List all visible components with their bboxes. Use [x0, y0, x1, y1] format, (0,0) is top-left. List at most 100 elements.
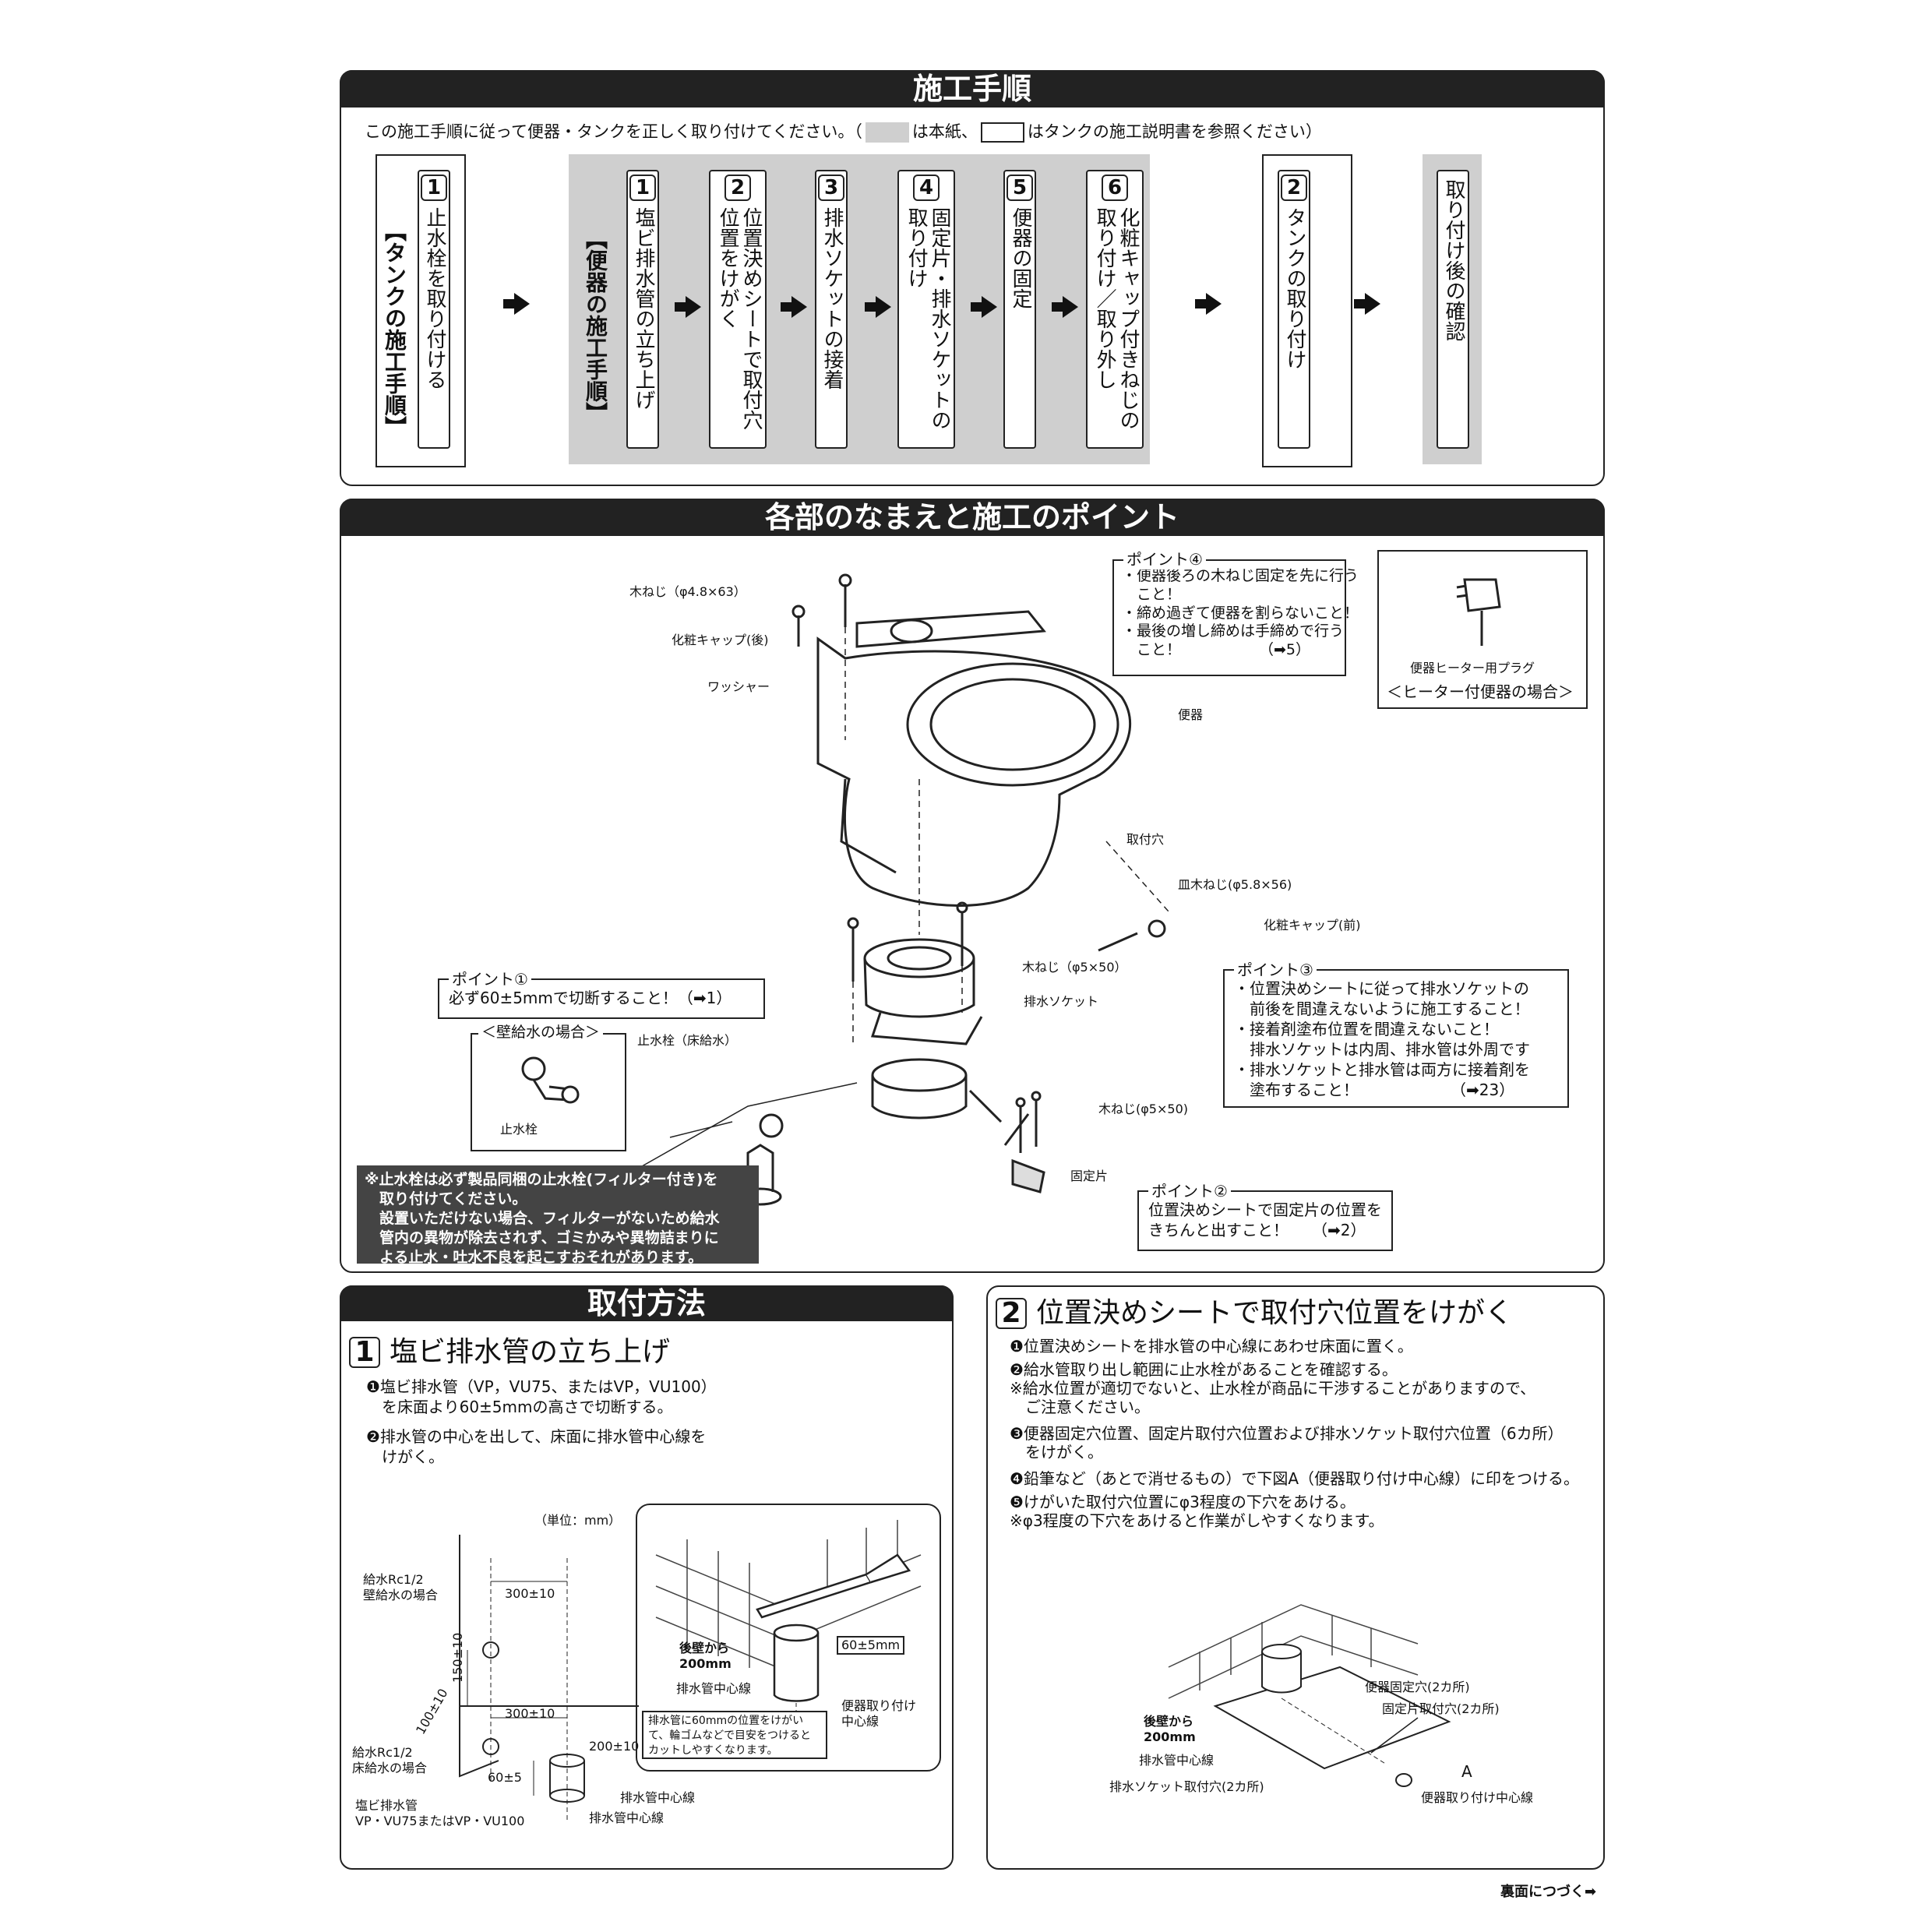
section2-item-4: ❹鉛筆など（あとで消せるもの）で下図A（便器取り付け中心線）に印をつける。: [1010, 1469, 1580, 1488]
label-cap-rear: 化粧キャップ(後): [672, 633, 769, 647]
label-toilet-center-1: 便器取り付け 中心線: [841, 1698, 917, 1729]
install-title: 取付方法: [587, 1286, 706, 1320]
label-screw-5x50-b: 木ねじ(φ5×50): [1098, 1102, 1188, 1116]
flow-arrow: [971, 296, 997, 318]
toilet-step-4-number: 4: [913, 175, 940, 201]
heater-plug-icon: [1456, 578, 1501, 646]
toilet-step-2-number: 2: [724, 175, 751, 201]
section1-item-1a: ❶塩ビ排水管（VP，VU75、またはVP，VU100）: [366, 1377, 717, 1396]
label-floor-supply: 給水Rc1/2 床給水の場合: [352, 1745, 428, 1775]
tank-step-2-box: [1262, 154, 1352, 467]
label-fixing-piece: 固定片: [1070, 1169, 1109, 1183]
section2-item-3b: をけがく。: [1010, 1443, 1103, 1461]
label-washer: ワッシャー: [707, 679, 770, 694]
label-heater-plug: 便器ヒーター用プラグ: [1410, 661, 1535, 675]
label-from-wall-2: 後壁から 200mm: [1144, 1714, 1196, 1744]
point4-label: ポイント④: [1123, 550, 1206, 569]
unit-note: （単位：mm）: [534, 1513, 622, 1528]
white-legend-swatch: [980, 122, 1024, 143]
section2-item-1: ❶位置決めシートを排水管の中心線にあわせ床面に置く。: [1010, 1337, 1413, 1356]
point2-ref: （➡2）: [1312, 1221, 1366, 1239]
toilet-step-3: 排水ソケットの接着: [815, 170, 848, 449]
section2-note-2: ※φ3程度の下穴をあけると作業がしやすくなります。: [1010, 1511, 1384, 1530]
toilet-step-5: 便器の固定: [1003, 170, 1036, 449]
final-step: 取り付け後の確認: [1437, 170, 1469, 449]
label-piece-hole: 固定片取付穴(2カ所): [1382, 1701, 1500, 1716]
tank-group-box: [375, 154, 466, 467]
label-mount-hole: 取付穴: [1126, 832, 1165, 847]
flow-arrow: [865, 296, 891, 318]
stop-valve-warning: ※止水栓は必ず製品同梱の止水栓(フィルター付き)を 取り付けてください。 設置い…: [357, 1165, 759, 1266]
flow-arrow: [1052, 296, 1078, 318]
tank-step-1: 止水栓を取り付ける: [418, 170, 450, 449]
toilet-group-label: 【便器の施工手順】: [583, 227, 608, 424]
point3-box: ポイント③ ・位置決めシートに従って排水ソケットの 前後を間違えないように施工す…: [1223, 960, 1569, 1108]
label-screw-5x50-a: 木ねじ（φ5×50）: [1022, 960, 1127, 975]
toilet-step-1-number: 1: [629, 175, 656, 201]
flow-arrow: [1195, 293, 1222, 315]
section2-item-5: ❺けがいた取付穴位置にφ3程度の下穴をあける。: [1010, 1493, 1356, 1511]
point4-box: ポイント④ ・便器後ろの木ねじ固定を先に行う こと！ ・締め過ぎて便器を割らない…: [1112, 550, 1359, 676]
point2-label: ポイント②: [1148, 1181, 1231, 1201]
label-heater-case: ＜ヒーター付便器の場合＞: [1387, 682, 1574, 701]
tank-step-2: タンクの取り付け: [1278, 170, 1310, 449]
label-screw-rear: 木ねじ（φ4.8×63）: [629, 584, 746, 599]
label-stop-valve-floor: 止水栓（床給水）: [637, 1033, 738, 1048]
toilet-step-6: 化粧キャップ付きねじの取り付け／取り外し: [1086, 170, 1144, 449]
toilet-step-3-number: 3: [818, 175, 844, 201]
label-drain-center-2: 排水管中心線: [589, 1810, 665, 1825]
dim-60mm: 60±5mm: [837, 1636, 905, 1655]
label-a: A: [1461, 1762, 1472, 1781]
label-fix-hole: 便器固定穴(2カ所): [1365, 1680, 1470, 1694]
point1-box: ポイント① 必ず60±5mmで切断すること！（➡1）: [438, 969, 765, 1019]
section2-note-1b: ご注意ください。: [1010, 1398, 1150, 1416]
parts-title: 各部のなまえと施工のポイント: [764, 500, 1179, 534]
dim-300-mid: 300±10: [505, 1706, 555, 1721]
label-cap-front: 化粧キャップ(前): [1264, 918, 1361, 933]
label-drain-center-4: 排水管中心線: [1139, 1753, 1215, 1768]
toilet-step-1: 塩ビ排水管の立ち上げ: [626, 170, 659, 449]
section2-panel: [986, 1285, 1605, 1870]
point3-label: ポイント③: [1234, 960, 1317, 980]
label-socket-hole: 排水ソケット取付穴(2カ所): [1109, 1779, 1264, 1794]
dim-60: 60±5: [488, 1770, 522, 1785]
section2-item-2: ❷給水管取り出し範囲に止水栓があることを確認する。: [1010, 1360, 1398, 1379]
dim-300-top: 300±10: [505, 1586, 555, 1601]
heater-plug-box: [1377, 550, 1588, 709]
pipe-cut-illustration: [655, 1520, 922, 1757]
positioning-sheet-illustration: [1168, 1604, 1451, 1787]
section2-note-1a: ※給水位置が適切でないと、止水栓が商品に干渉することがありますので、: [1010, 1379, 1536, 1398]
tank-step-2-number: 2: [1281, 175, 1307, 201]
dim-150: 150±10: [450, 1632, 465, 1683]
section1-item-1b: を床面より60±5mmの高さで切断する。: [366, 1398, 673, 1416]
point3-ref: （➡23）: [1451, 1081, 1515, 1099]
pipe-cut-detail: [636, 1504, 941, 1772]
label-toilet-center-2: 便器取り付け中心線: [1421, 1790, 1534, 1805]
section2-item-3a: ❸便器固定穴位置、固定片取付穴位置および排水ソケット取付穴位置（6カ所）: [1010, 1424, 1564, 1443]
point2-box: ポイント② 位置決めシートで固定片の位置を きちんと出すこと！（➡2）: [1137, 1181, 1393, 1251]
label-from-wall-1: 後壁から 200mm: [679, 1641, 732, 1671]
procedure-header: 施工手順: [340, 70, 1605, 108]
procedure-intro: この施工手順に従って便器・タンクを正しく取り付けてください。（は本紙、はタンクの…: [365, 122, 1322, 143]
label-wall-supply: 給水Rc1/2 壁給水の場合: [363, 1572, 439, 1602]
toilet-step-5-number: 5: [1007, 175, 1033, 201]
label-stop-valve: 止水栓: [500, 1122, 538, 1137]
parts-header: 各部のなまえと施工のポイント: [340, 499, 1605, 536]
toilet-illustration: [630, 573, 1169, 1206]
dim-200: 200±10: [589, 1739, 640, 1754]
label-drain-socket: 排水ソケット: [1024, 994, 1099, 1009]
label-pvc-pipe: 塩ビ排水管 VP・VU75またはVP・VU100: [355, 1798, 525, 1828]
tank-group-label: 【タンクの施工手順】: [382, 220, 407, 438]
continue-note: 裏面につづく➡: [1500, 1884, 1597, 1900]
install-panel: [340, 1285, 954, 1870]
section1-item-2a: ❷排水管の中心を出して、床面に排水管中心線を: [366, 1427, 707, 1446]
toilet-step-4: 固定片・排水ソケットの取り付け: [897, 170, 955, 449]
section1-item-2b: けがく。: [366, 1447, 444, 1466]
label-toilet: 便器: [1178, 707, 1204, 722]
flow-arrow: [781, 296, 807, 318]
pipe-cut-tip: 排水管に60mmの位置をけがい て、輪ゴムなどで目安をつけると カットしやすくな…: [642, 1711, 827, 1759]
gray-legend-swatch: [865, 122, 909, 143]
toilet-step-6-number: 6: [1102, 175, 1128, 201]
